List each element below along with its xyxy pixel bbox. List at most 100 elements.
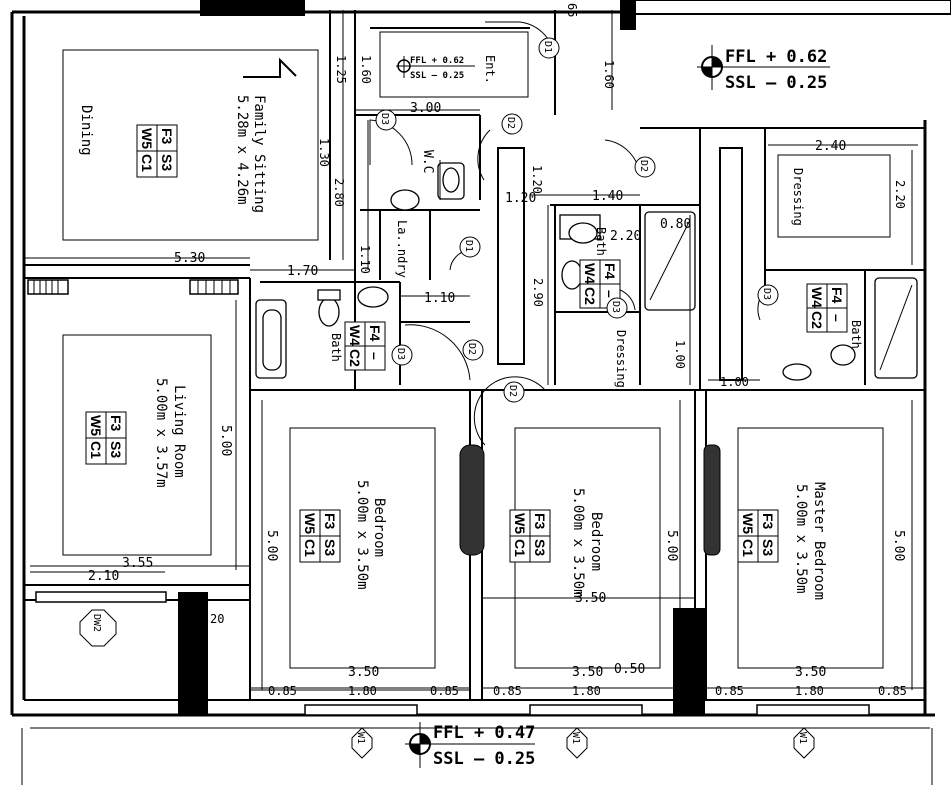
dim-1-60-v: 1.60: [602, 60, 616, 89]
dim-3-50-a: 3.50: [348, 665, 379, 680]
svg-text:D3: D3: [610, 301, 621, 313]
room-name-dressing2: Dressing: [791, 168, 805, 226]
tag-w1-right: W1: [793, 727, 815, 759]
code-s3: S3: [532, 539, 548, 556]
svg-text:DW2: DW2: [91, 614, 102, 632]
code-f4: F4: [829, 287, 845, 304]
door-tags: D1 D2 D3 D2 D1 D3 D2 D2 D3 D3 W1 W1 W1 D…: [79, 37, 815, 759]
dim-3-55: 3.55: [122, 556, 153, 571]
svg-text:D1: D1: [542, 41, 553, 53]
room-name-dressing1: Dressing: [614, 330, 628, 388]
code-s3: S3: [760, 539, 776, 556]
code-c1: C1: [740, 539, 756, 557]
dim-0-85-e: 0.85: [878, 684, 907, 698]
room-name-bedroom1: Bedroom: [371, 498, 387, 557]
code-w5: W5: [302, 513, 318, 534]
tag-d2-hall: D2: [634, 156, 656, 178]
dim-3-50-b: 3.50: [572, 665, 603, 680]
svg-text:D2: D2: [638, 160, 649, 172]
dim-65: 65: [565, 3, 579, 17]
code-dash: –: [602, 290, 618, 298]
dim-2-20-v: 2.20: [893, 180, 907, 209]
finish-code-living: W5 F3 C1 S3: [85, 411, 127, 465]
dim-1-20: 1.20: [505, 191, 536, 206]
code-f4: F4: [367, 325, 383, 342]
dim-5-00-d: 5.00: [891, 530, 906, 561]
dim-5-00-c: 5.00: [664, 530, 679, 561]
code-f3: F3: [532, 513, 548, 530]
dim-2-40: 2.40: [815, 139, 846, 154]
room-name-living: Living Room: [171, 385, 187, 478]
finish-code-bath3: W4 F4 C2 –: [806, 283, 848, 333]
level-top-ffl: FFL + 0.62: [725, 47, 827, 67]
dim-5-00-a: 5.00: [218, 425, 233, 456]
svg-text:D2: D2: [507, 385, 518, 397]
code-f3: F3: [108, 415, 124, 432]
tag-d2-bed2: D2: [503, 381, 525, 403]
room-size-bedroom1: 5.00m x 3.50m: [354, 480, 370, 590]
dim-5-00-b: 5.00: [264, 530, 279, 561]
dim-1-00: 1.00: [720, 375, 749, 389]
dim-1-40: 1.40: [592, 189, 623, 204]
level-ent-ssl: SSL – 0.25: [410, 71, 464, 81]
dim-0-85-a: 0.85: [268, 684, 297, 698]
dim-5-30: 5.30: [174, 251, 205, 266]
svg-text:D3: D3: [761, 288, 772, 300]
level-marker-top: FFL + 0.62 SSL – 0.25: [697, 45, 830, 93]
tag-dw2: DW2: [79, 609, 117, 647]
dim-1-10-v: 1.10: [358, 245, 372, 274]
code-f3: F3: [760, 513, 776, 530]
tag-d1-laundry: D1: [459, 236, 481, 258]
room-name-bath2: Bath: [594, 227, 608, 256]
dim-1-25: 1.25: [334, 55, 348, 84]
level-marker-bottom: FFL + 0.47 SSL – 0.25: [405, 722, 535, 769]
bottom-windows: [35, 591, 870, 716]
code-c2: C2: [582, 287, 598, 305]
dim-0-85-b: 0.85: [430, 684, 459, 698]
dim-1-20-v: 1.20: [530, 165, 544, 194]
code-w4: W4: [809, 287, 825, 308]
tag-d1-ent: D1: [538, 37, 560, 59]
dim-3-00: 3.00: [410, 101, 441, 116]
furniture: [62, 31, 891, 669]
dimension-labels: 5.30 1.70 3.55 2.10 3.00 1.20 1.40 2.20 …: [88, 3, 907, 698]
room-size-family: 5.28m x 4.26m: [234, 95, 250, 205]
dim-2-10: 2.10: [88, 569, 119, 584]
dim-1-30: 1.30: [317, 138, 331, 167]
dim-0-50: 0.50: [614, 662, 645, 677]
tag-d2-wc: D2: [501, 113, 523, 135]
room-name-family: Family Sitting: [251, 95, 267, 213]
code-c1: C1: [88, 441, 104, 459]
svg-text:D3: D3: [379, 113, 390, 125]
dim-1-80-b: 1.80: [572, 684, 601, 698]
tag-w1-mid: W1: [566, 727, 588, 759]
sanitary-fixtures: [255, 162, 918, 381]
room-size-master: 5.00m x 3.50m: [793, 484, 809, 594]
dim-3-50-d: 3.50: [575, 591, 606, 606]
code-c2: C2: [809, 311, 825, 329]
room-name-wc: W.C: [420, 150, 435, 173]
svg-text:D2: D2: [505, 117, 516, 129]
svg-text:D2: D2: [466, 343, 477, 355]
svg-text:W1: W1: [355, 732, 366, 744]
dim-1-10: 1.10: [424, 291, 455, 306]
dim-0-80: 0.80: [660, 217, 691, 232]
code-dash: –: [367, 352, 383, 360]
code-w5: W5: [512, 513, 528, 534]
finish-code-bath1: W4 F4 C2 –: [344, 321, 386, 371]
tag-d3-wc: D3: [375, 109, 397, 131]
code-s3: S3: [159, 154, 175, 171]
finish-code-bedroom2: W5 F3 C1 S3: [509, 509, 551, 563]
code-f3: F3: [159, 128, 175, 145]
dim-1-70: 1.70: [287, 264, 318, 279]
tag-d3-dressing: D3: [606, 297, 628, 319]
level-bottom-ssl: SSL – 0.25: [433, 749, 535, 769]
dim-0-85-d: 0.85: [715, 684, 744, 698]
svg-text:D3: D3: [395, 348, 406, 360]
svg-text:W1: W1: [570, 732, 581, 744]
room-name-ent: Ent.: [483, 55, 497, 84]
dim-1-80-a: 1.80: [348, 684, 377, 698]
code-s3: S3: [108, 441, 124, 458]
code-c2: C2: [347, 349, 363, 367]
code-f3: F3: [322, 513, 338, 530]
